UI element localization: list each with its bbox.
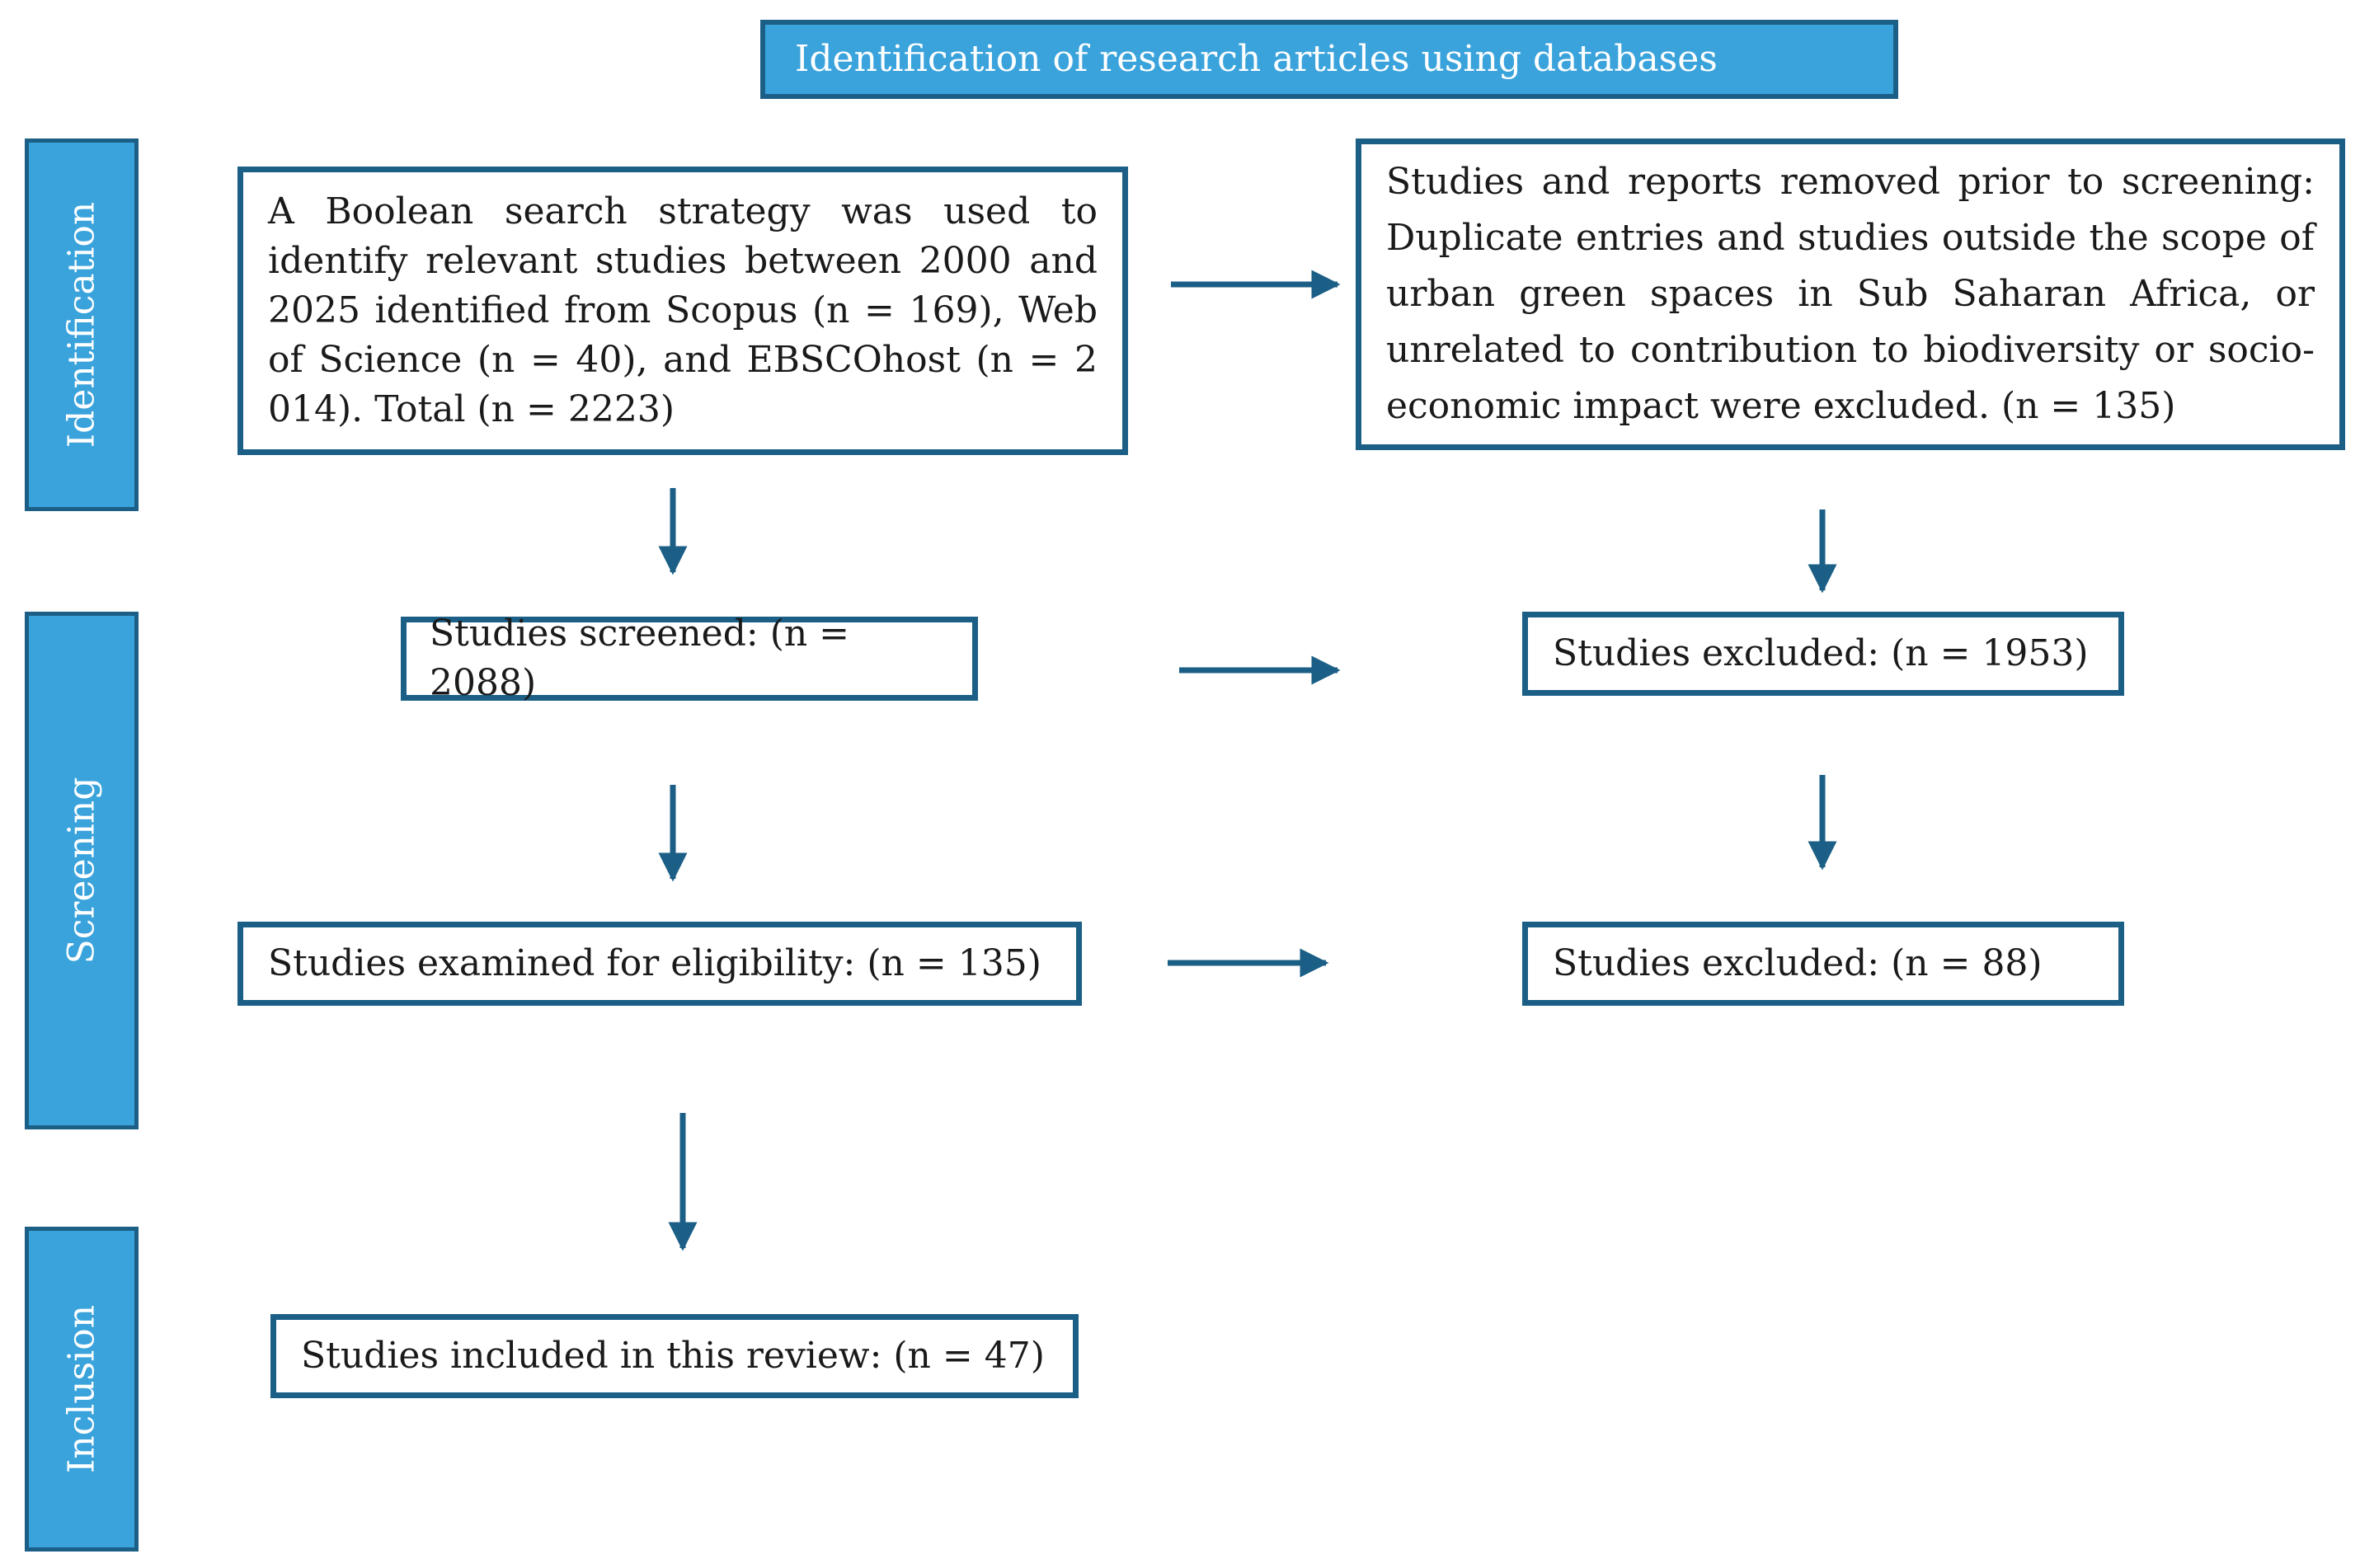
eligibility-box: Studies examined for eligibility: (n = 1… [237, 922, 1082, 1006]
phase-inclusion: Inclusion [25, 1227, 139, 1552]
phase-screening: Screening [25, 612, 139, 1129]
included-text: Studies included in this review: (n = 47… [301, 1335, 1045, 1377]
excluded-eligibility-text: Studies excluded: (n = 88) [1553, 942, 2043, 984]
phase-inclusion-label: Inclusion [60, 1304, 103, 1474]
eligibility-text: Studies examined for eligibility: (n = 1… [268, 942, 1041, 984]
identified-records-text: A Boolean search strategy was used to id… [268, 190, 1098, 430]
screened-box: Studies screened: (n = 2088) [401, 613, 978, 704]
screened-text: Studies screened: (n = 2088) [430, 613, 850, 704]
flowchart-title-banner: Identification of research articles usin… [760, 20, 1898, 99]
excluded-screening-box: Studies excluded: (n = 1953) [1522, 612, 2124, 696]
included-box: Studies included in this review: (n = 47… [270, 1314, 1079, 1398]
excluded-screening-text: Studies excluded: (n = 1953) [1553, 632, 2089, 674]
flowchart-title: Identification of research articles usin… [795, 38, 1718, 80]
identified-records-box: A Boolean search strategy was used to id… [237, 167, 1128, 455]
removed-prior-box: Studies and reports removed prior to scr… [1356, 138, 2345, 450]
excluded-eligibility-box: Studies excluded: (n = 88) [1522, 922, 2124, 1006]
phase-identification-label: Identification [60, 201, 103, 448]
phase-identification: Identification [25, 138, 139, 511]
removed-prior-text: Studies and reports removed prior to scr… [1386, 161, 2315, 427]
phase-screening-label: Screening [60, 777, 103, 965]
